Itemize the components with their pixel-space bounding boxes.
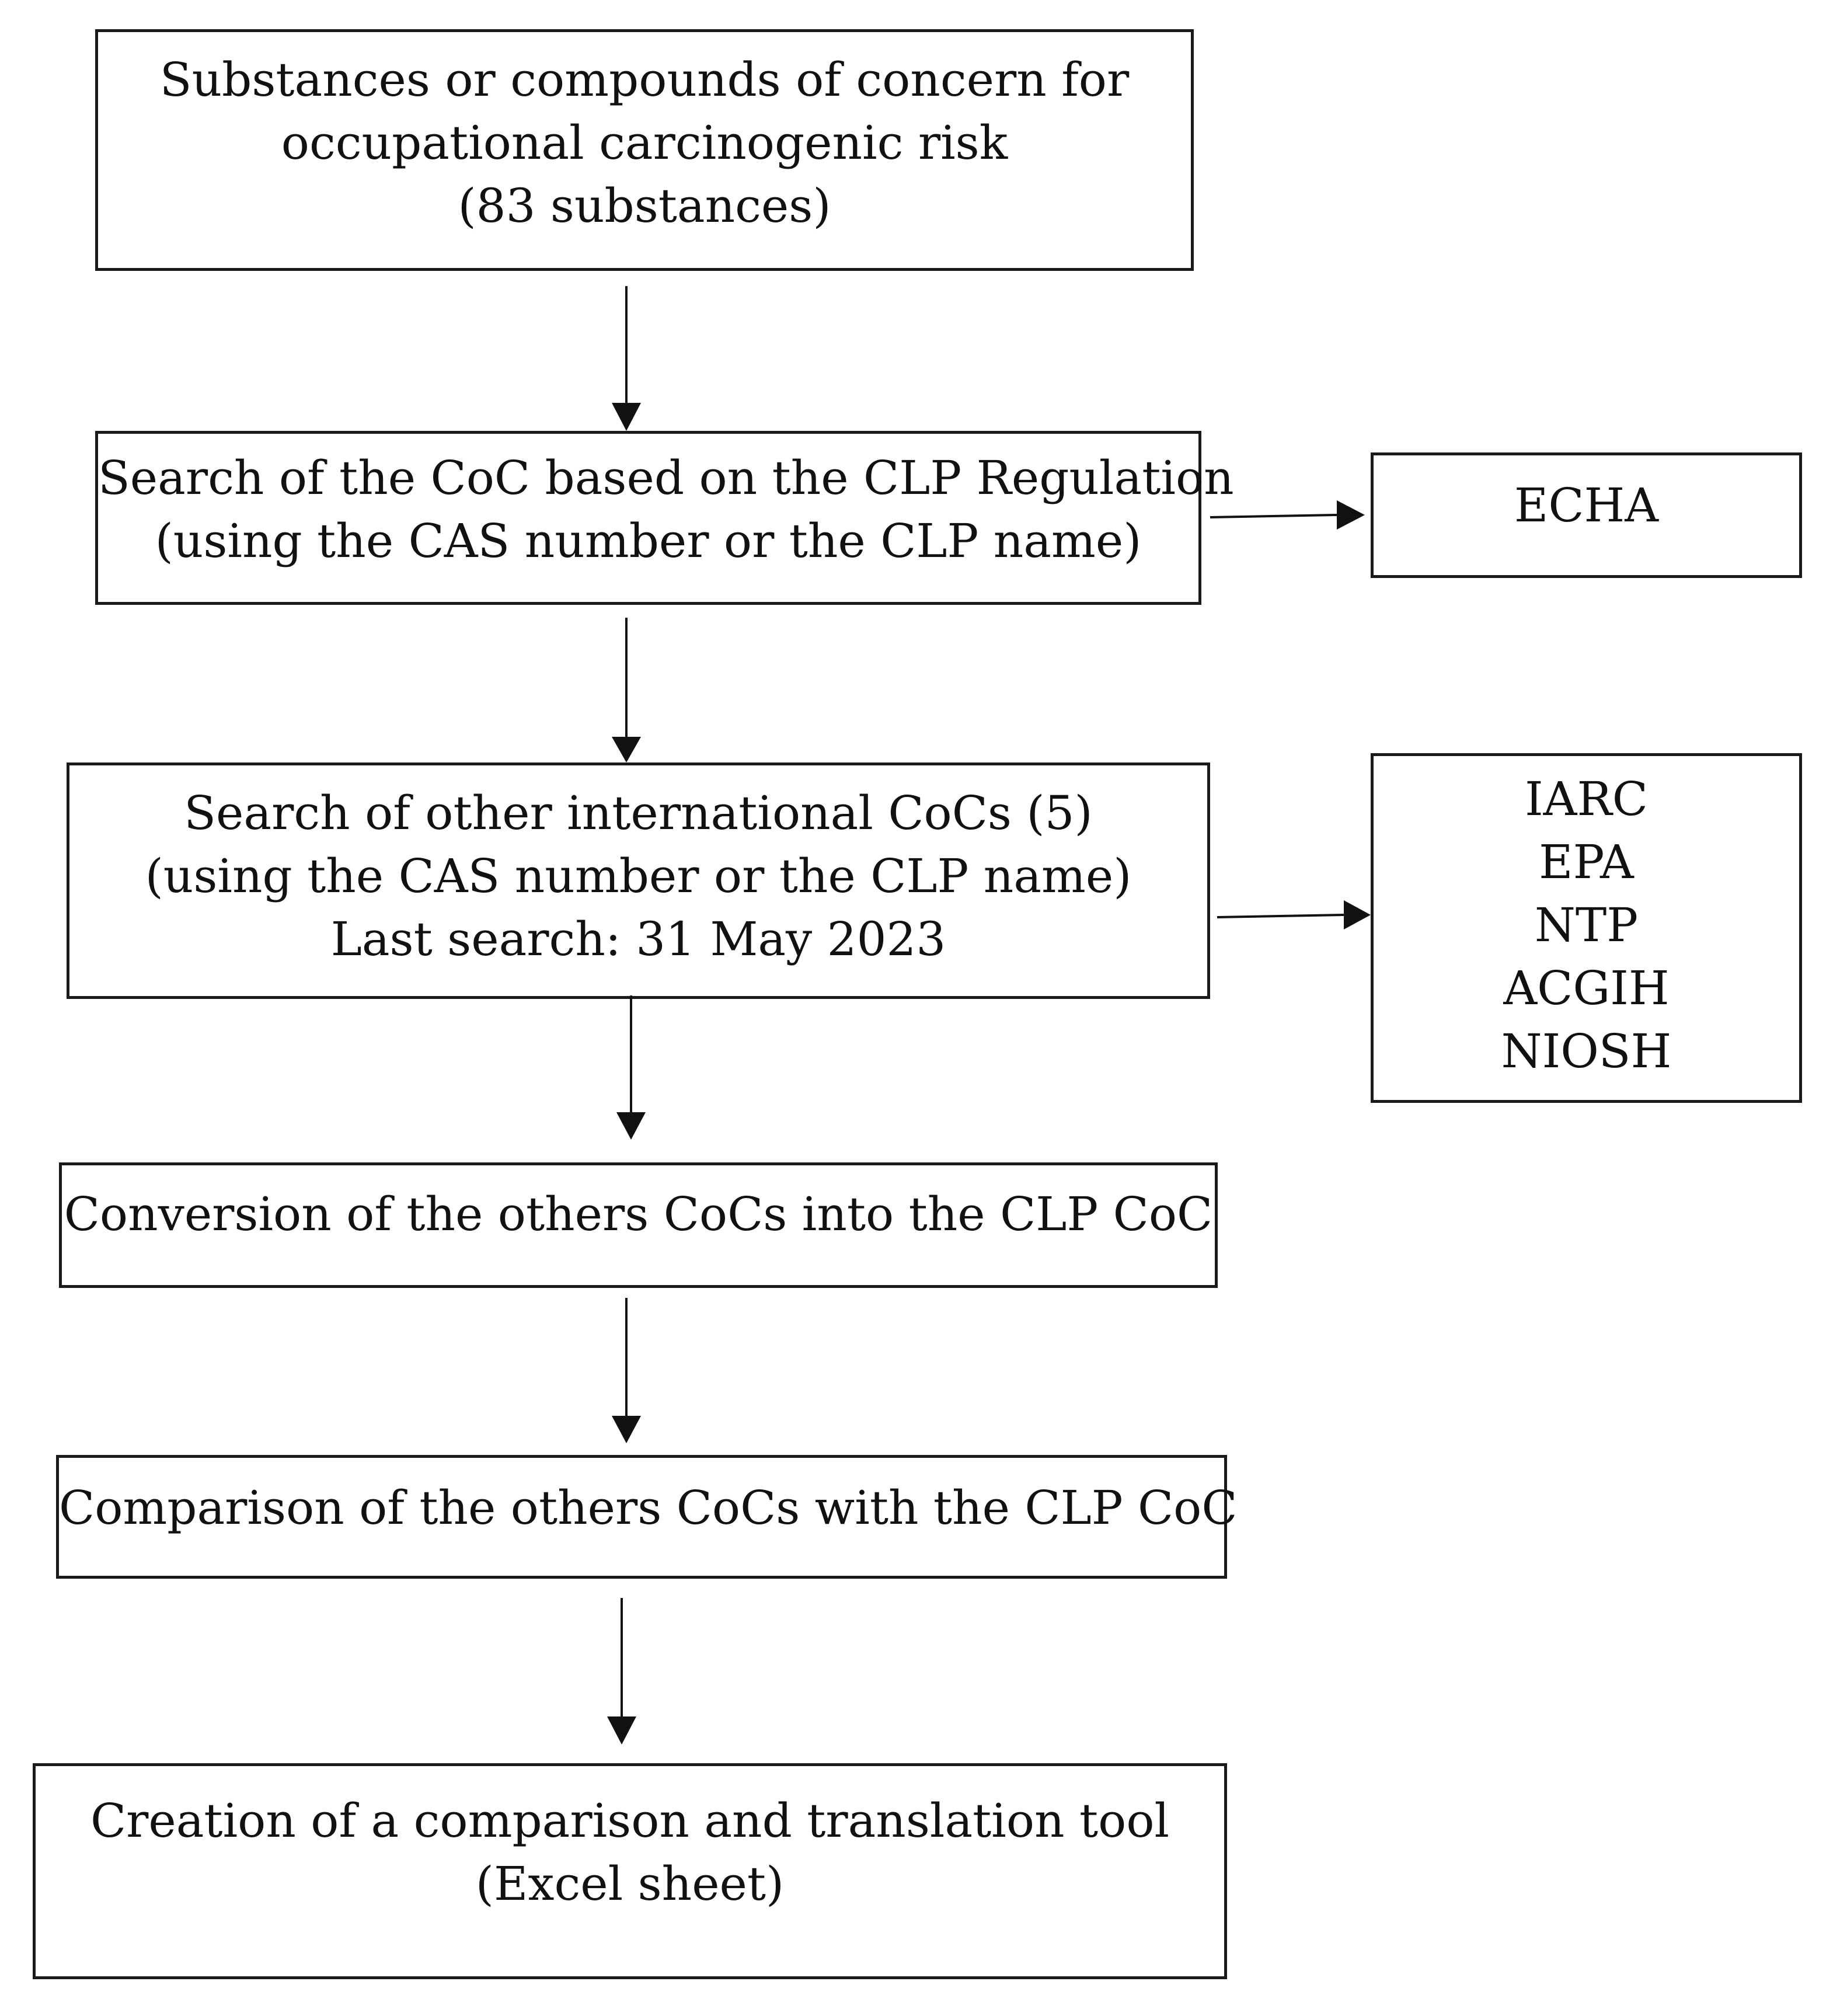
arrowhead-step4	[616, 1112, 646, 1140]
step-substances-line-3: (83 substances)	[458, 179, 831, 233]
arrowhead-step2	[612, 403, 641, 431]
source-niosh-label: NIOSH	[1501, 1024, 1672, 1078]
step-clp-search-line-1: Search of the CoC based on the CLP Regul…	[98, 451, 1234, 505]
arrow-step3-to-international	[1217, 914, 1344, 918]
arrowhead-step5	[612, 1416, 641, 1443]
source-acgih-label: ACGIH	[1503, 961, 1670, 1015]
source-echa-box: ECHA	[1371, 452, 1802, 578]
step-conversion-label: Conversion of the others CoCs into the C…	[64, 1187, 1213, 1241]
step-international-search-line-3: Last search: 31 May 2023	[330, 912, 946, 966]
step-comparison-box: Comparison of the others CoCs with the C…	[56, 1455, 1238, 1579]
step-tool-creation-line-1: Creation of a comparison and translation…	[90, 1794, 1170, 1848]
arrowhead-step6	[607, 1716, 636, 1745]
step-substances-line-1: Substances or compounds of concern for	[159, 53, 1130, 107]
source-iarc-label: IARC	[1525, 772, 1648, 826]
source-echa-label: ECHA	[1514, 478, 1659, 532]
arrow-step2-to-echa	[1210, 514, 1337, 518]
source-epa-label: EPA	[1539, 835, 1634, 889]
source-ntp-label: NTP	[1534, 898, 1639, 952]
step-international-search-line-2: (using the CAS number or the CLP name)	[145, 849, 1132, 903]
step-clp-search-line-2: (using the CAS number or the CLP name)	[155, 514, 1142, 568]
arrowhead-international	[1344, 900, 1371, 929]
step-conversion-box: Conversion of the others CoCs into the C…	[59, 1162, 1218, 1288]
step-comparison-label: Comparison of the others CoCs with the C…	[59, 1481, 1238, 1535]
step-international-search-line-1: Search of other international CoCs (5)	[184, 786, 1093, 840]
arrowhead-step3	[612, 737, 641, 762]
step-clp-search-box: Search of the CoC based on the CLP Regul…	[95, 431, 1234, 605]
step-tool-creation-line-2: (Excel sheet)	[475, 1857, 785, 1911]
step-substances-line-2: occupational carcinogenic risk	[281, 116, 1008, 170]
step-international-search-box: Search of other international CoCs (5) (…	[67, 762, 1210, 999]
arrowhead-echa	[1337, 500, 1365, 530]
step-substances-box: Substances or compounds of concern for o…	[95, 29, 1194, 271]
source-international-box: IARC EPA NTP ACGIH NIOSH	[1371, 753, 1802, 1103]
step-tool-creation-box: Creation of a comparison and translation…	[33, 1763, 1227, 1979]
